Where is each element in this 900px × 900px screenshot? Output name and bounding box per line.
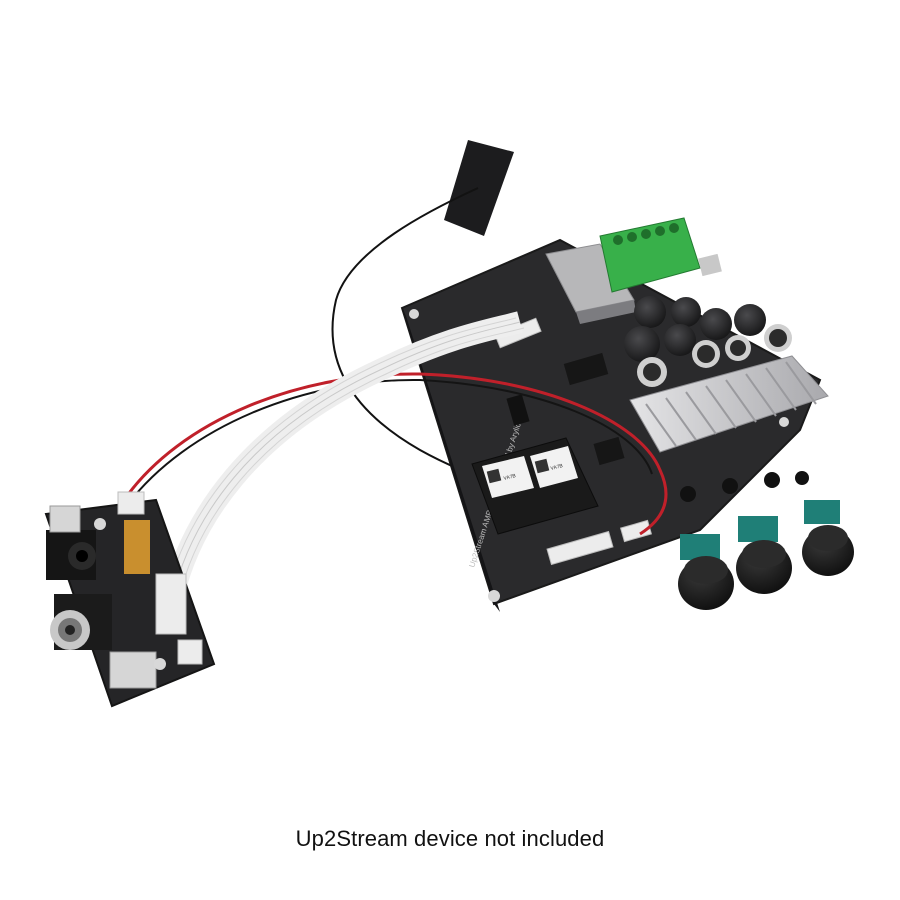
- treble-knob[interactable]: [802, 500, 854, 576]
- heatsink: [629, 355, 829, 453]
- qr-label-a: VA7B: [503, 473, 517, 482]
- input-connector: [117, 491, 145, 515]
- ribbon-cable: [161, 311, 525, 603]
- mounting-hole: [409, 309, 419, 319]
- qr-label-b: VA7B: [550, 463, 564, 472]
- ic-chip: [593, 436, 625, 466]
- input-connector: [177, 639, 203, 665]
- bass-knob[interactable]: [736, 516, 792, 594]
- capacitor-bank: [624, 296, 792, 387]
- ethernet-port: [545, 243, 636, 324]
- header-pins: [124, 520, 150, 574]
- audio-breakout-board: [44, 491, 216, 708]
- wifi-module: VA7B VA7B: [471, 437, 599, 535]
- mounting-hole: [488, 590, 500, 602]
- input-connector: [155, 573, 187, 635]
- ic-chip: [563, 352, 609, 386]
- board-connector: [546, 530, 614, 566]
- product-caption: Up2Stream device not included: [295, 826, 605, 851]
- volume-knob[interactable]: [678, 534, 734, 610]
- mounting-bracket: [49, 505, 81, 533]
- mounting-bracket: [109, 651, 157, 689]
- power-wire: [122, 372, 668, 536]
- speaker-terminal-block: [599, 217, 722, 293]
- mounting-hole: [779, 417, 789, 427]
- pin-header: [506, 394, 530, 426]
